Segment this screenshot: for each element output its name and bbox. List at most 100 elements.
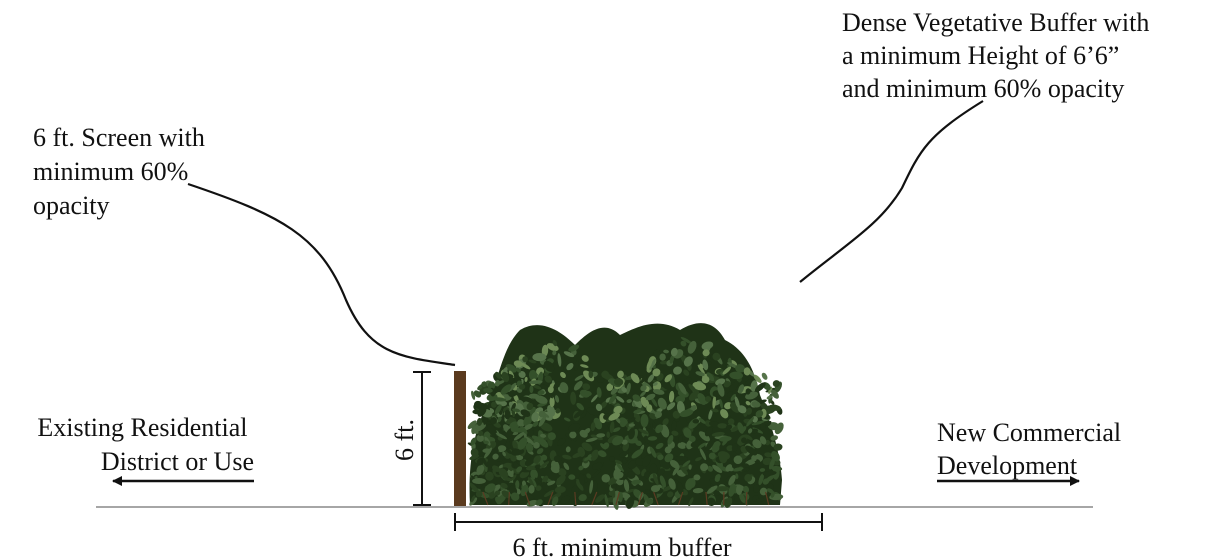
hedge-leaf (546, 480, 556, 486)
hedge-leaf (668, 478, 676, 490)
hedge-leaf (652, 472, 659, 486)
hedge-leaf (733, 455, 743, 465)
hedge-leaf (631, 479, 641, 485)
hedge-leaf (735, 473, 739, 480)
hedge-leaf (554, 395, 560, 403)
hedge-leaf (578, 473, 585, 486)
hedge-leaf (644, 471, 651, 479)
hedge-leaf (511, 448, 525, 456)
hedge-leaf (640, 374, 647, 384)
hedge-leaf (626, 399, 632, 404)
hedge-leaf (556, 474, 566, 486)
hedge-leaf (730, 394, 737, 401)
screen-label-line2: minimum 60% (33, 157, 188, 186)
residential-label-line2: District or Use (101, 447, 254, 476)
hedge-leaf (660, 380, 671, 390)
hedge-leaf (725, 464, 733, 472)
hedge-leaf (613, 468, 622, 480)
hedge-leaf (513, 431, 525, 441)
hedge-leaf (633, 411, 641, 423)
hedge-leaf (544, 387, 553, 399)
hedge-leaf (520, 396, 534, 404)
hedge-leaf (698, 417, 706, 424)
hedge-leaf (746, 407, 753, 415)
hedge-leaf (701, 375, 710, 384)
hedge-leaf (762, 457, 772, 466)
hedge-leaf (735, 484, 743, 496)
hedge-leaf (515, 480, 520, 490)
hedge-leaf (520, 362, 531, 370)
hedge-leaf (754, 382, 766, 392)
hedge-leaf (523, 423, 534, 431)
residential-label: Existing Residential District or Use (37, 413, 254, 476)
hedge-leaf (516, 466, 523, 473)
hedge-leaf (524, 456, 536, 467)
hedge-leaf (596, 387, 602, 398)
hedge-leaf (737, 405, 747, 414)
hedge-leaf (628, 423, 635, 427)
hedge-leaf (741, 437, 747, 444)
hedge-leaf (544, 375, 552, 383)
hedge-leaf (672, 410, 681, 419)
hedge-leaf (476, 464, 485, 475)
hedge-leaf (584, 455, 592, 462)
hedge-leaf (537, 390, 545, 396)
hedge-leaf (494, 371, 502, 379)
hedge-leaf (711, 431, 725, 437)
hedge-leaf (743, 485, 750, 493)
hedge-leaf (715, 378, 726, 386)
hedge-leaf (664, 374, 673, 383)
hedge-leaf (596, 376, 605, 383)
hedge-leaf (688, 464, 692, 470)
hedge-leaf (618, 491, 623, 503)
hedge-leaf (623, 488, 637, 494)
hedge-leaf (529, 380, 543, 385)
hedge-leaf (678, 435, 683, 443)
hedge-leaf (655, 424, 664, 434)
commercial-label-line1: New Commercial (937, 418, 1121, 447)
hedge-leaf (543, 489, 555, 498)
hedge-leaf (680, 336, 693, 345)
hedge-leaf (705, 395, 712, 403)
hedge-leaf (726, 424, 733, 430)
hedge-leaf (682, 460, 691, 468)
hedge-leaf (695, 371, 705, 377)
hedge-leaf (570, 391, 577, 405)
hedge-leaf (625, 417, 636, 424)
hedge-leaf (510, 424, 518, 433)
hedge-leaf (574, 374, 584, 381)
hedge-leaf (540, 433, 547, 438)
hedge-leaf (635, 440, 642, 447)
hedge-leaf (659, 360, 669, 365)
vegetative-leader-line (799, 100, 984, 283)
hedge-leaf (528, 359, 537, 364)
hedge-leaf (581, 355, 589, 362)
hedge-leaf (530, 469, 538, 480)
hedge-leaf (627, 471, 636, 479)
hedge-leaf (595, 494, 605, 503)
hedge-leaf (553, 455, 561, 462)
hedge-leaf (745, 401, 751, 406)
hedge-leaf (659, 475, 666, 488)
hedge-leaf (532, 421, 539, 427)
hedge-leaf (492, 453, 499, 460)
hedge-leaf (475, 490, 483, 498)
hedge-leaf (491, 465, 501, 473)
hedge-stem (615, 491, 620, 506)
hedge-leaf (700, 463, 709, 472)
hedge-leaf (699, 448, 707, 461)
hedge-leaf (732, 467, 744, 472)
hedge-leaf (627, 460, 638, 470)
hedge-leaf (711, 408, 719, 413)
hedge-leaf (654, 411, 662, 419)
hedge-leaf (686, 439, 694, 450)
hedge-leaf (563, 462, 570, 471)
hedge-leaf (586, 473, 592, 479)
hedge-leaf (534, 464, 541, 469)
hedge-leaf (609, 421, 615, 434)
hedge-leaf (668, 390, 675, 403)
hedge-shrub-icon (467, 323, 784, 510)
hedge-leaf (657, 454, 664, 461)
hedge-leaf (771, 451, 780, 462)
hedge-leaf (693, 474, 701, 481)
